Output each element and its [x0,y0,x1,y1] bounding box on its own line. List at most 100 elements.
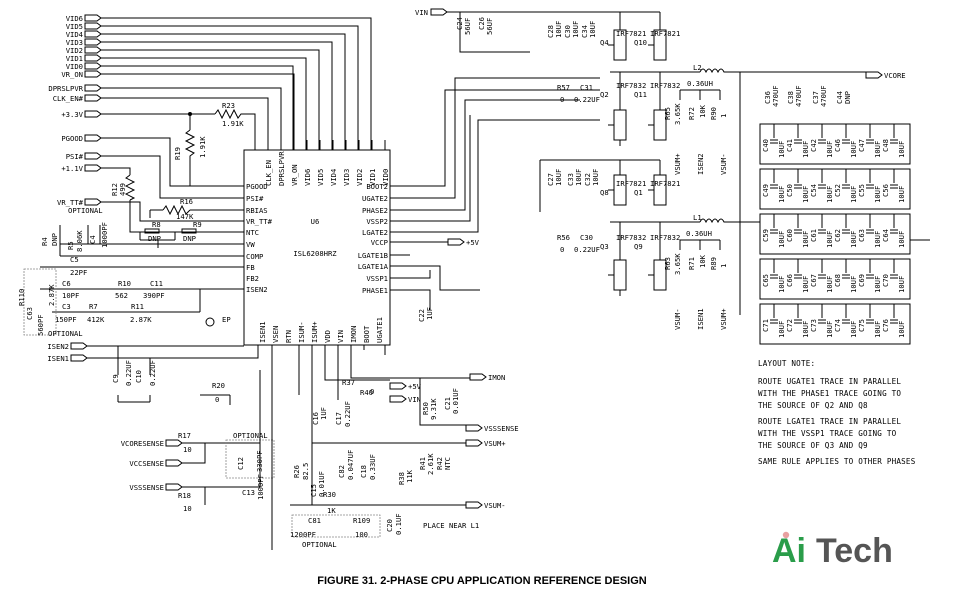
cap-bank-val: 10UF [777,231,786,248]
cap-bank-ref: C48 [881,139,890,152]
ep-symbol [205,317,215,327]
ic-bottom-pin-label: RTN [284,330,293,343]
resistor-r23 [214,108,245,120]
port-vcore [865,71,883,79]
port-vsum-plus [465,439,483,447]
ic-top-pin-label: VID0 [381,169,390,186]
cap-bank-val: 10UF [801,231,810,248]
ic-right-pin-label: BOOT2 [366,182,388,191]
cap-bank-val: 10UF [825,276,834,293]
c38-val: 470UF [794,85,803,107]
cap-bank-ref: C55 [857,184,866,197]
r90-ref: R90 [709,107,718,120]
port-vsssense-label: VSSSENSE [129,483,164,492]
c16-ref: C16 [311,412,320,425]
r11-ref: R11 [131,302,144,311]
r57-ref: R57 [557,83,570,92]
q11-part: IRF7832 [650,81,680,90]
optional-box-left [23,268,57,336]
c20-ref: C20 [385,519,394,532]
cap-bank-val: 10UF [825,321,834,338]
port-clk-en-label: CLK_EN# [53,94,84,103]
q9-part: IRF7832 [650,233,680,242]
layout-note-line-5: WITH THE VSSP1 TRACE GOING TO [758,429,897,438]
cap-bank-ref: C73 [809,319,818,332]
c26-val: 56UF [485,18,494,35]
c31-val: 0.22UF [574,95,600,104]
cap-bank-ref: C68 [833,274,842,287]
c24-val: 56UF [463,18,472,35]
port-5v-label: +5V [466,238,480,247]
port-1v1-label: +1.1V [61,164,83,173]
cap-bank-ref: C46 [833,139,842,152]
c5-val: 22PF [70,268,87,277]
l2-val: 0.36UH [687,79,713,88]
ic-right-pins: BOOT2UGATE2PHASE2VSSP2LGATE2VCCPLGATE1BL… [358,182,389,295]
port-vsssense-r-label: VSSSENSE [484,424,519,433]
c4-val: 1000PF [100,222,109,248]
ic-bottom-pin-label: IMON [349,326,358,343]
port-vsssense [165,483,183,491]
net-vsum-p-1: VSUM+ [673,153,682,175]
ic-top-pin-label: VID5 [316,169,325,186]
ic-right-pin-label: LGATE1B [358,251,388,260]
r9-val: DNP [183,234,196,243]
cap-bank-ref: C61 [809,229,818,242]
resistor-r9 [181,228,197,234]
r89-val: 1 [719,264,728,268]
cap-bank-ref: C47 [857,139,866,152]
port-vid [84,62,102,70]
q3-ref: Q3 [600,242,609,251]
ic-top-pin-label: VID1 [368,169,377,186]
cap-bank-ref: C40 [761,139,770,152]
c27-ref: C27 [546,173,555,186]
ic-ref: U6 [311,217,320,226]
cap-bank-val: 10UF [897,231,906,248]
c37-val: 470UF [819,85,828,107]
c63-ref: C63 [25,307,34,320]
cap-bank-val: 10UF [849,321,858,338]
port-1v1 [84,164,102,172]
port-vid [84,14,102,22]
r8-val: DNP [148,234,161,243]
bottom-network: R37 R40 0 +5V VIN IMON R50 9.31K C21 0.0… [271,345,519,550]
optional-box-c12 [225,439,275,479]
cap-bank-ref: C54 [809,184,818,197]
c28-ref: C28 [546,25,555,38]
c3-val: 150PF [55,315,77,324]
layout-note: LAYOUT NOTE: ROUTE UGATE1 TRACE IN PARAL… [758,359,915,466]
cap-bank-ref: C65 [761,274,770,287]
l1-val: 0.36UH [686,229,712,238]
r23-ref: R23 [222,101,235,110]
cap-bank-row [759,168,911,210]
c16-val: 1UF [319,407,328,420]
cap-bank-val: 10UF [897,321,906,338]
cap-bank-val: 10UF [897,141,906,158]
q10-part: IRF7821 [650,29,680,38]
c17-val: 0.22UF [343,401,352,427]
port-imon-label: IMON [488,373,505,382]
ic-right-pin-label: VSSP1 [366,274,388,283]
mosfet-symbol [613,259,627,291]
c81-val: 1200PF [290,530,316,539]
cap-bank-ref: C66 [785,274,794,287]
r90-val: 1 [719,114,728,118]
c26-ref: C26 [477,17,486,30]
port-vid [84,22,102,30]
c24-ref: C24 [455,17,464,30]
port-vccsense [165,459,183,467]
resistor-r12 [124,174,136,201]
ic-right-pin-label: PHASE1 [362,286,388,295]
inductor-l1 [699,218,740,224]
r110-val: 2.87K [47,284,56,306]
ic-part: ISL6208HRZ [293,249,337,258]
r71-ref: R71 [687,257,696,270]
c17-ref: C17 [334,412,343,425]
cap-bank-val: 10UF [849,186,858,203]
port-vr-tt-label: VR_TT# [57,198,84,207]
logo-ai: Ai [772,532,806,570]
cap-bank-ref: C76 [881,319,890,332]
ic-bottom-pin-label: ISEN1 [258,321,267,343]
